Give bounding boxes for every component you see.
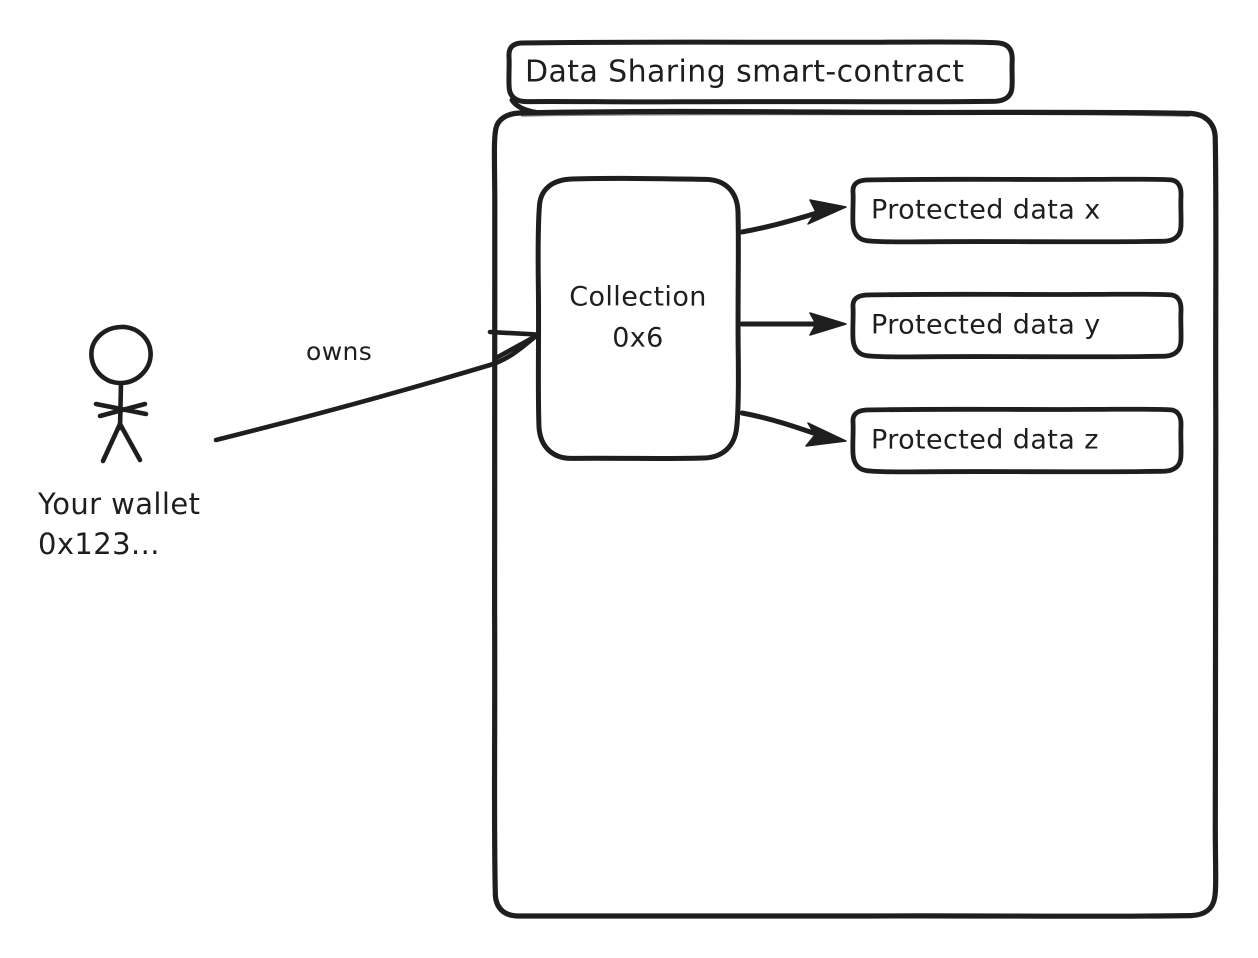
owns-arrow-label: owns bbox=[306, 337, 372, 366]
stick-figure-person bbox=[89, 324, 153, 464]
protected-data-label-x: Protected data x bbox=[871, 195, 1101, 226]
collection-label-line1: Collection bbox=[569, 282, 707, 313]
collection-node bbox=[535, 175, 741, 462]
arrow-collection-to-data-x bbox=[739, 199, 847, 235]
collection-label-line2: 0x6 bbox=[612, 323, 664, 354]
protected-data-label-y: Protected data y bbox=[871, 310, 1101, 341]
wallet-label-line2: 0x123... bbox=[38, 527, 160, 561]
owns-arrow bbox=[213, 329, 540, 443]
protected-data-label-z: Protected data z bbox=[871, 425, 1099, 456]
protected-data-box-y bbox=[850, 291, 1184, 360]
contract-title-text: Data Sharing smart-contract bbox=[525, 55, 964, 90]
arrow-collection-to-data-z bbox=[739, 410, 847, 447]
arrow-collection-to-data-y bbox=[739, 312, 847, 336]
protected-data-box-x bbox=[850, 176, 1184, 245]
protected-data-box-z bbox=[850, 406, 1184, 475]
contract-title-label bbox=[506, 39, 1015, 115]
wallet-label-line1: Your wallet bbox=[37, 487, 200, 521]
